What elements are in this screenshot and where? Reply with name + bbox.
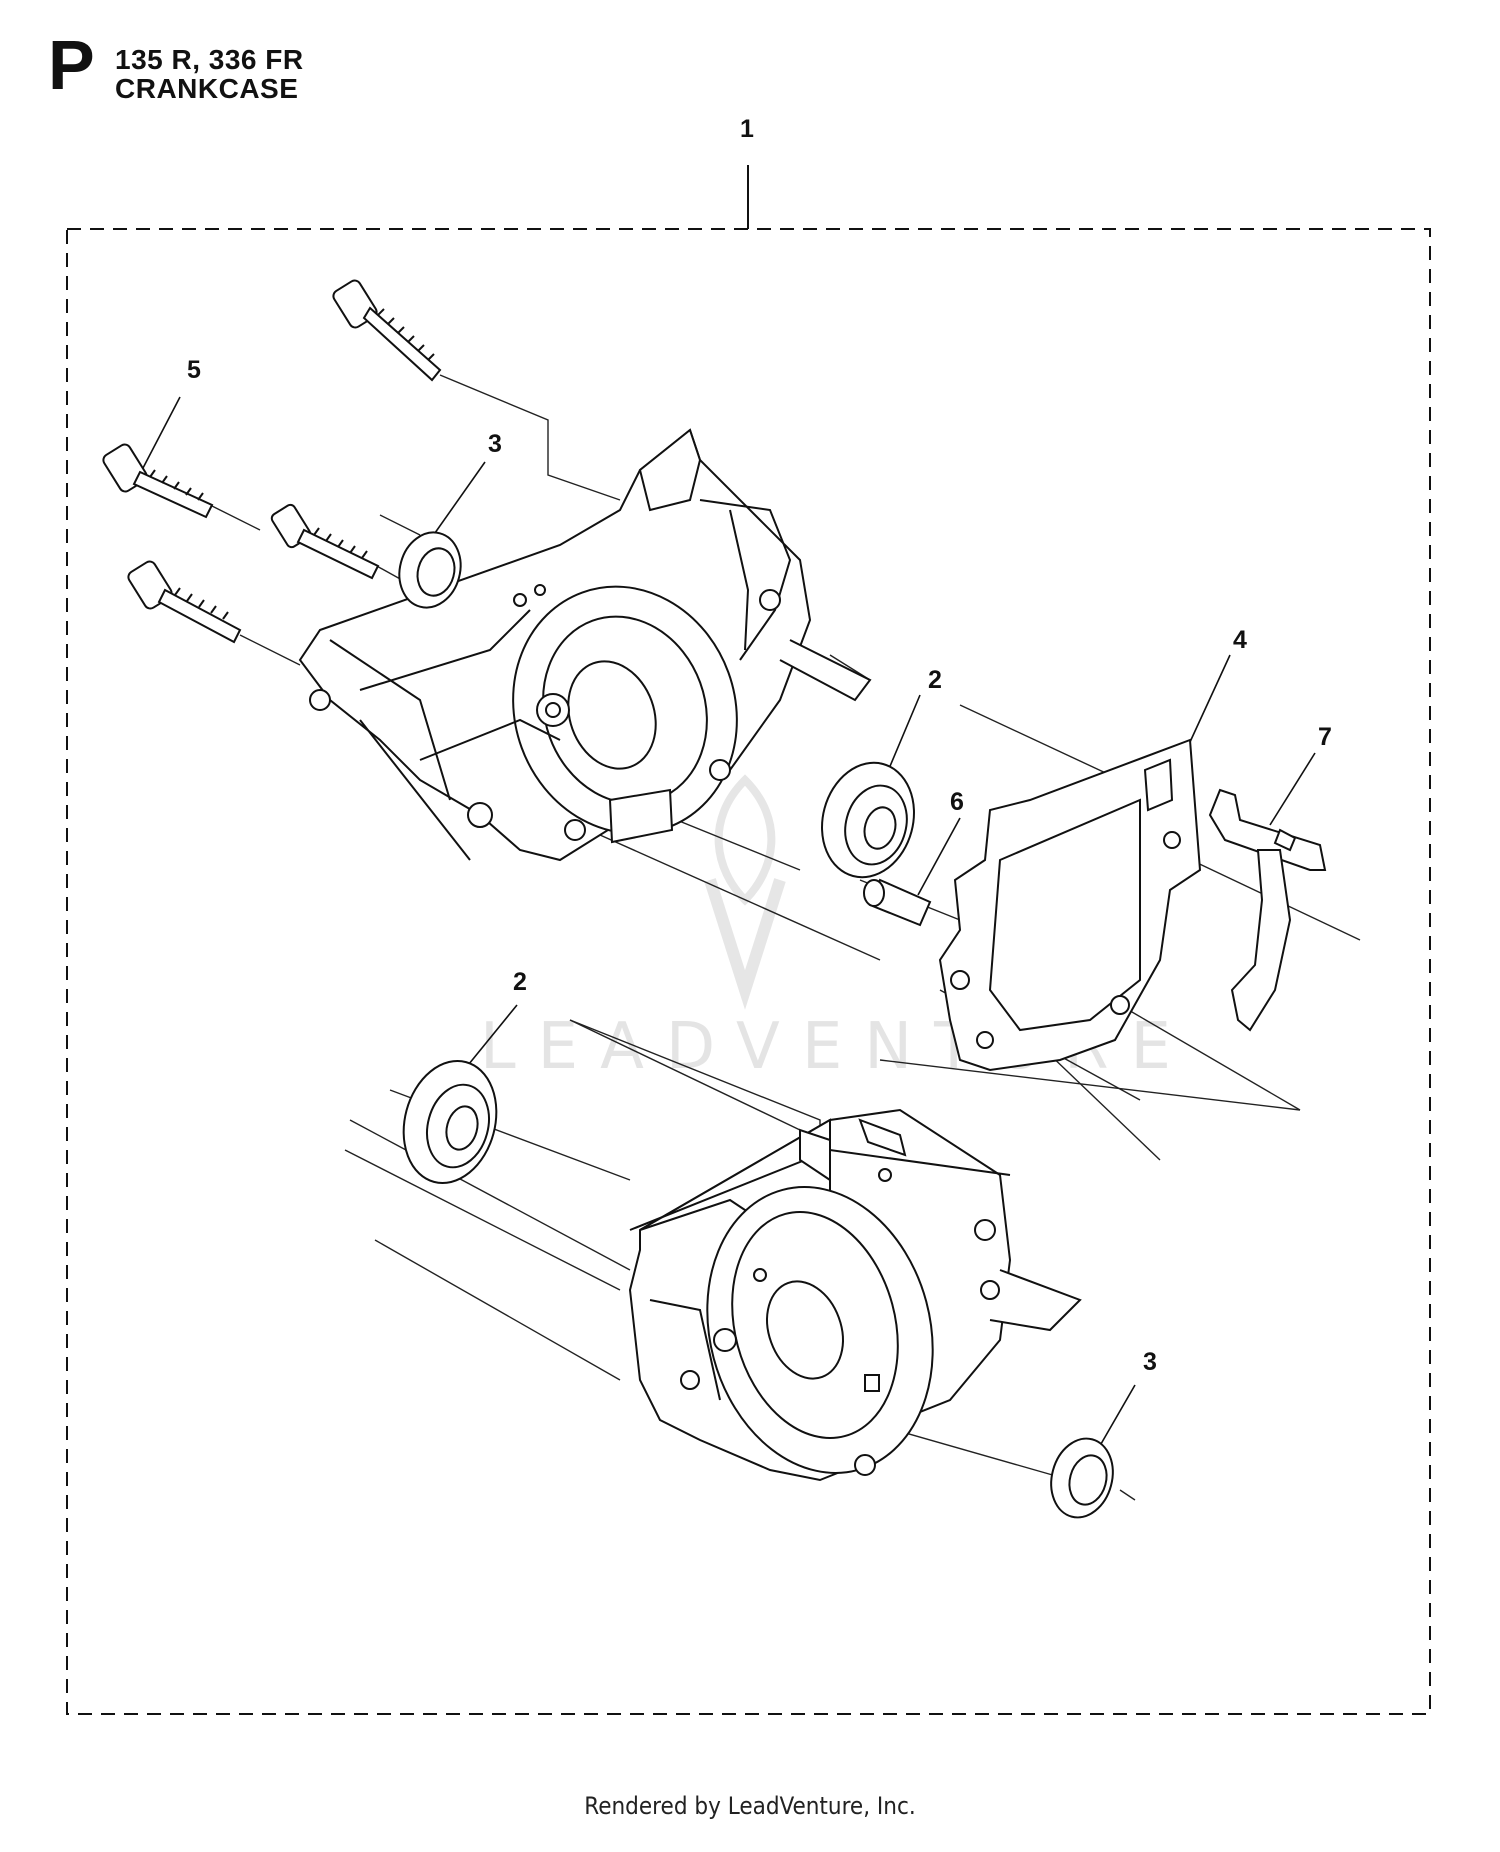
bolt-left xyxy=(102,443,214,519)
bolts-5 xyxy=(102,279,442,644)
footer-credit: Rendered by LeadVenture, Inc. xyxy=(584,1792,916,1820)
callout-2-lower: 2 xyxy=(513,968,527,996)
model-numbers: 135 R, 336 FR xyxy=(115,44,304,75)
callout-7: 7 xyxy=(1318,723,1332,751)
callout-3-lower: 3 xyxy=(1143,1348,1157,1376)
crankcase-half-lower xyxy=(628,1108,1082,1482)
alignment-lines xyxy=(209,374,1361,1501)
bearing-2-upper xyxy=(821,761,915,879)
gasket-4 xyxy=(938,738,1202,1072)
callout-1: 1 xyxy=(740,115,754,143)
bolt-mid xyxy=(270,503,380,580)
bearing-2-lower xyxy=(402,1059,498,1185)
crankcase-half-upper xyxy=(298,428,872,862)
bolt-top xyxy=(332,279,442,382)
callout-2-upper: 2 xyxy=(928,666,942,694)
part-7 xyxy=(1208,788,1327,1032)
callout-4: 4 xyxy=(1233,626,1247,654)
seal-3-lower xyxy=(1050,1437,1114,1519)
assembly-border xyxy=(66,228,1431,1715)
callout-3-upper: 3 xyxy=(488,430,502,458)
callout-6: 6 xyxy=(950,788,964,816)
diagram-title: CRANKCASE xyxy=(115,73,299,104)
seal-3-upper xyxy=(398,531,462,609)
bolt-lower xyxy=(127,560,242,644)
callout-5: 5 xyxy=(187,356,201,384)
section-letter: P xyxy=(48,26,95,104)
